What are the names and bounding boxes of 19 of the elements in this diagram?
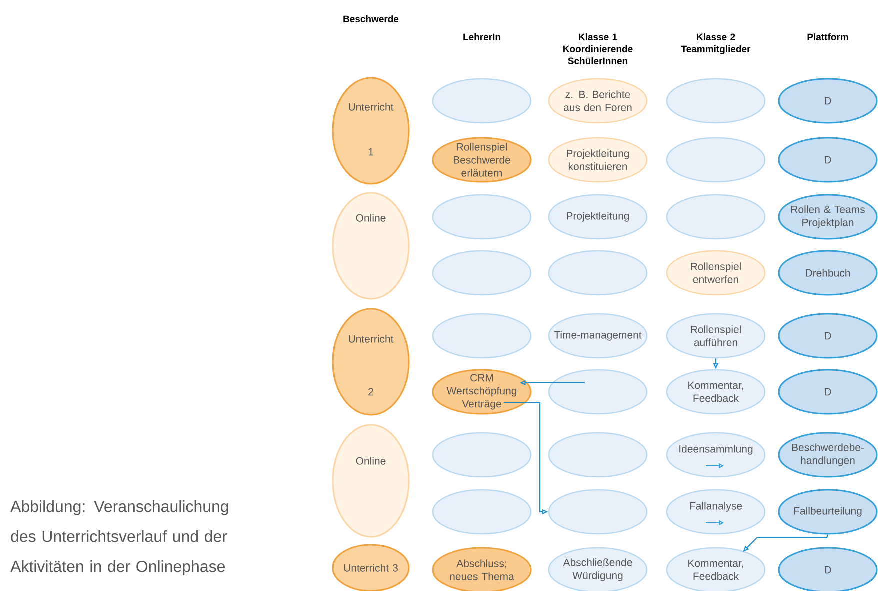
activity-ellipse — [432, 432, 532, 478]
activity-ellipse — [548, 250, 648, 296]
column-heading: Klasse 2 Teammitglieder — [681, 34, 751, 54]
column-heading: Plattform — [808, 34, 848, 40]
column-heading: LehrerIn — [464, 34, 500, 40]
activity-ellipse — [432, 78, 532, 124]
activity-ellipse — [432, 489, 532, 535]
column-heading: Beschwerde — [344, 16, 399, 22]
activity-ellipse — [548, 432, 648, 478]
caption: Abbildung: Veranschaulichung des Unterrichtsverlauf und der Aktivitäten in der Onlinephase — [10, 500, 228, 576]
activity-ellipse — [432, 194, 532, 240]
activity-ellipse — [432, 250, 532, 296]
activity-ellipse — [666, 194, 766, 240]
activity-ellipse — [432, 313, 532, 359]
activity-ellipse — [666, 78, 766, 124]
activity-ellipse — [666, 137, 766, 183]
activity-ellipse — [548, 489, 648, 535]
column-heading: Klasse 1 Koordinierende SchülerInnen — [564, 34, 633, 64]
activity-ellipse — [548, 369, 648, 415]
